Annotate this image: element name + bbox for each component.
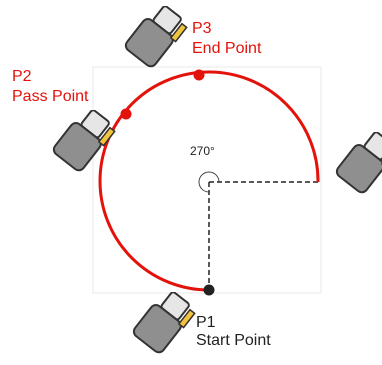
robot-gripper-icon	[132, 292, 196, 354]
end-point-marker	[193, 69, 205, 81]
angle-label: 270°	[190, 144, 215, 158]
p2-name-label: Pass Point	[12, 88, 89, 105]
robot-gripper-icon	[335, 132, 382, 194]
circular-arc	[98, 70, 320, 292]
p1-id-label: P1	[196, 314, 216, 331]
p2-id-label: P2	[12, 68, 32, 85]
robot-gripper-icon	[124, 6, 188, 68]
angle-indicator	[198, 171, 220, 193]
robot-gripper-icon	[52, 110, 116, 172]
p3-name-label: End Point	[192, 40, 262, 57]
diagram-frame	[92, 66, 322, 294]
pass-point-marker	[120, 108, 132, 120]
start-point-marker	[203, 284, 215, 296]
p3-id-label: P3	[192, 20, 212, 37]
p1-name-label: Start Point	[196, 332, 271, 349]
